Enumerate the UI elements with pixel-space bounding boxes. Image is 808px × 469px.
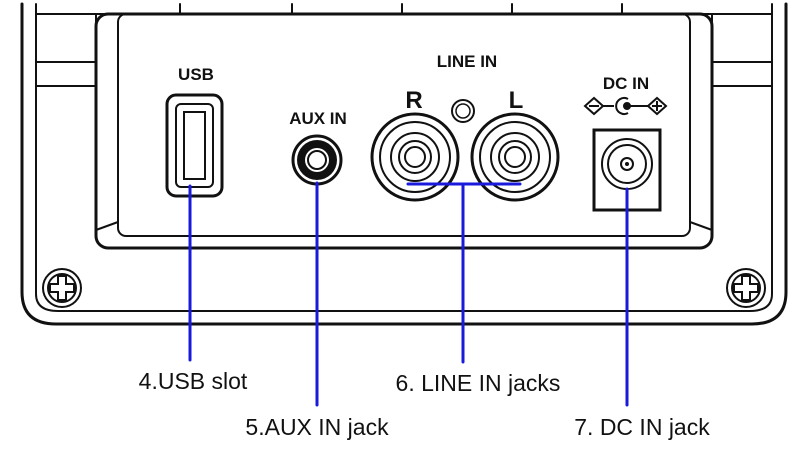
- usb-port-icon: [165, 93, 224, 198]
- callout-line-in-jacks: 6. LINE IN jacks: [396, 370, 561, 396]
- aux-in-label: AUX IN: [289, 109, 347, 128]
- connector-recess-inner: [117, 13, 691, 237]
- recess-bevel-left: [95, 221, 119, 231]
- line-in-right-label: R: [405, 87, 422, 114]
- dc-in-label: DC IN: [603, 74, 649, 93]
- line-in-label: LINE IN: [437, 52, 497, 71]
- callout-dc-in-jack: 7. DC IN jack: [574, 414, 710, 440]
- line-in-indicator-icon: [451, 99, 475, 123]
- housing-inner-shell: [35, 3, 773, 312]
- housing-left-side: [35, 13, 97, 63]
- line-in-left-label: L: [509, 87, 524, 114]
- left-screw-icon: [42, 268, 82, 308]
- housing-right-side: [711, 13, 773, 63]
- recess-bevel-right: [689, 221, 713, 231]
- line-in-left-jack-icon: [470, 112, 560, 202]
- usb-label: USB: [178, 65, 214, 84]
- housing-outer: [20, 2, 788, 326]
- dc-polarity-icon: [583, 96, 668, 116]
- line-in-right-jack-icon: [370, 112, 460, 202]
- device-housing: [20, 2, 788, 326]
- callout-aux-in-jack: 5.AUX IN jack: [245, 414, 389, 440]
- leader-lines: [188, 181, 629, 407]
- aux-in-jack-icon: [291, 134, 343, 186]
- callout-usb-slot: 4.USB slot: [139, 368, 248, 394]
- right-screw-icon: [726, 268, 766, 308]
